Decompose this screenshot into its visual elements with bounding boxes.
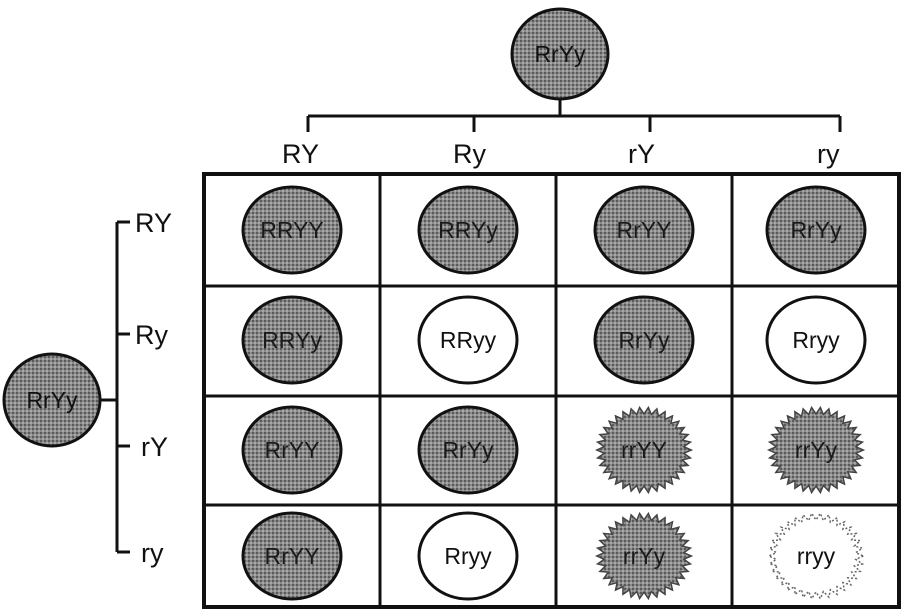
left-parent-label: RrYy (26, 387, 78, 413)
genotype-label: RrYY (265, 437, 320, 463)
top-gamete-Ry: Ry (453, 139, 486, 169)
offspring-RRYy-r0c1: RRYy (417, 185, 519, 275)
left-gamete-RY: RY (135, 208, 172, 238)
seed-round-white (417, 511, 519, 601)
offspring-RrYY-r3c0: RrYY (241, 511, 343, 601)
offspring-RRyy-r1c1: RRyy (417, 295, 519, 385)
genotype-label: RRyy (440, 327, 497, 353)
seed-wrinkled-dark (594, 511, 694, 601)
seed-round-dark (417, 185, 519, 275)
genotype-label: Rryy (792, 327, 840, 353)
top-gamete-ry: ry (817, 139, 840, 169)
left-gamete-rY: rY (141, 432, 168, 462)
offspring-Rryy-r3c1: Rryy (417, 511, 519, 601)
genotype-label: RRYy (438, 217, 498, 243)
genotype-label: rrYy (623, 543, 666, 569)
punnett-grid (202, 172, 901, 609)
offspring-rrYy-r2c3: rrYy (766, 405, 866, 495)
offspring-rrYY-r2c2: rrYY (594, 405, 694, 495)
offspring-rrYy-r3c2: rrYy (594, 511, 694, 601)
top-bracket (306, 99, 842, 132)
genotype-label: Rryy (444, 543, 492, 569)
seed-round-dark (241, 185, 343, 275)
top-gamete-rY: rY (628, 139, 655, 169)
seed-round-dark (241, 295, 343, 385)
genotype-label: RrYY (265, 543, 320, 569)
genotype-label: RrYy (442, 437, 494, 463)
top-gamete-RY: RY (282, 139, 319, 169)
offspring-RRYY-r0c0: RRYY (241, 185, 343, 275)
seed-wrinkled-white (766, 511, 866, 601)
offspring-Rryy-r1c3: Rryy (765, 295, 867, 385)
seed-round-dark (765, 185, 867, 275)
seed-round-dark (241, 511, 343, 601)
seed-round-dark (593, 185, 695, 275)
offspring-RrYY-r0c2: RrYY (593, 185, 695, 275)
offspring-RrYY-r2c0: RrYY (241, 405, 343, 495)
top-parent-label: RrYy (534, 41, 586, 67)
offspring-RrYy-r2c1: RrYy (417, 405, 519, 495)
genotype-label: rrYy (795, 437, 838, 463)
seed-wrinkled-dark (594, 405, 694, 495)
genotype-label: RrYY (617, 217, 672, 243)
seed-round-white (765, 295, 867, 385)
seed-wrinkled-dark (766, 405, 866, 495)
genotype-label: RRYy (262, 327, 322, 353)
offspring-rryy-r3c3: rryy (766, 511, 866, 601)
genotype-label: RRYY (260, 217, 324, 243)
offspring-RRYy-r1c0: RRYy (241, 295, 343, 385)
offspring-RrYy-r0c3: RrYy (765, 185, 867, 275)
genotype-label: RrYy (790, 217, 842, 243)
genotype-label: RrYy (618, 327, 670, 353)
genotype-label: rryy (797, 543, 836, 569)
seed-round-dark (593, 295, 695, 385)
left-gamete-ry: ry (141, 538, 164, 568)
genotype-label: rrYY (621, 437, 667, 463)
left-bracket (101, 220, 130, 554)
top-parent: RrYy (510, 7, 610, 101)
seed-round-dark (241, 405, 343, 495)
seed-round-dark (417, 405, 519, 495)
left-parent: RrYy (2, 352, 102, 448)
seed-round-white (417, 295, 519, 385)
offspring-RrYy-r1c2: RrYy (593, 295, 695, 385)
left-gamete-Ry: Ry (135, 320, 168, 350)
